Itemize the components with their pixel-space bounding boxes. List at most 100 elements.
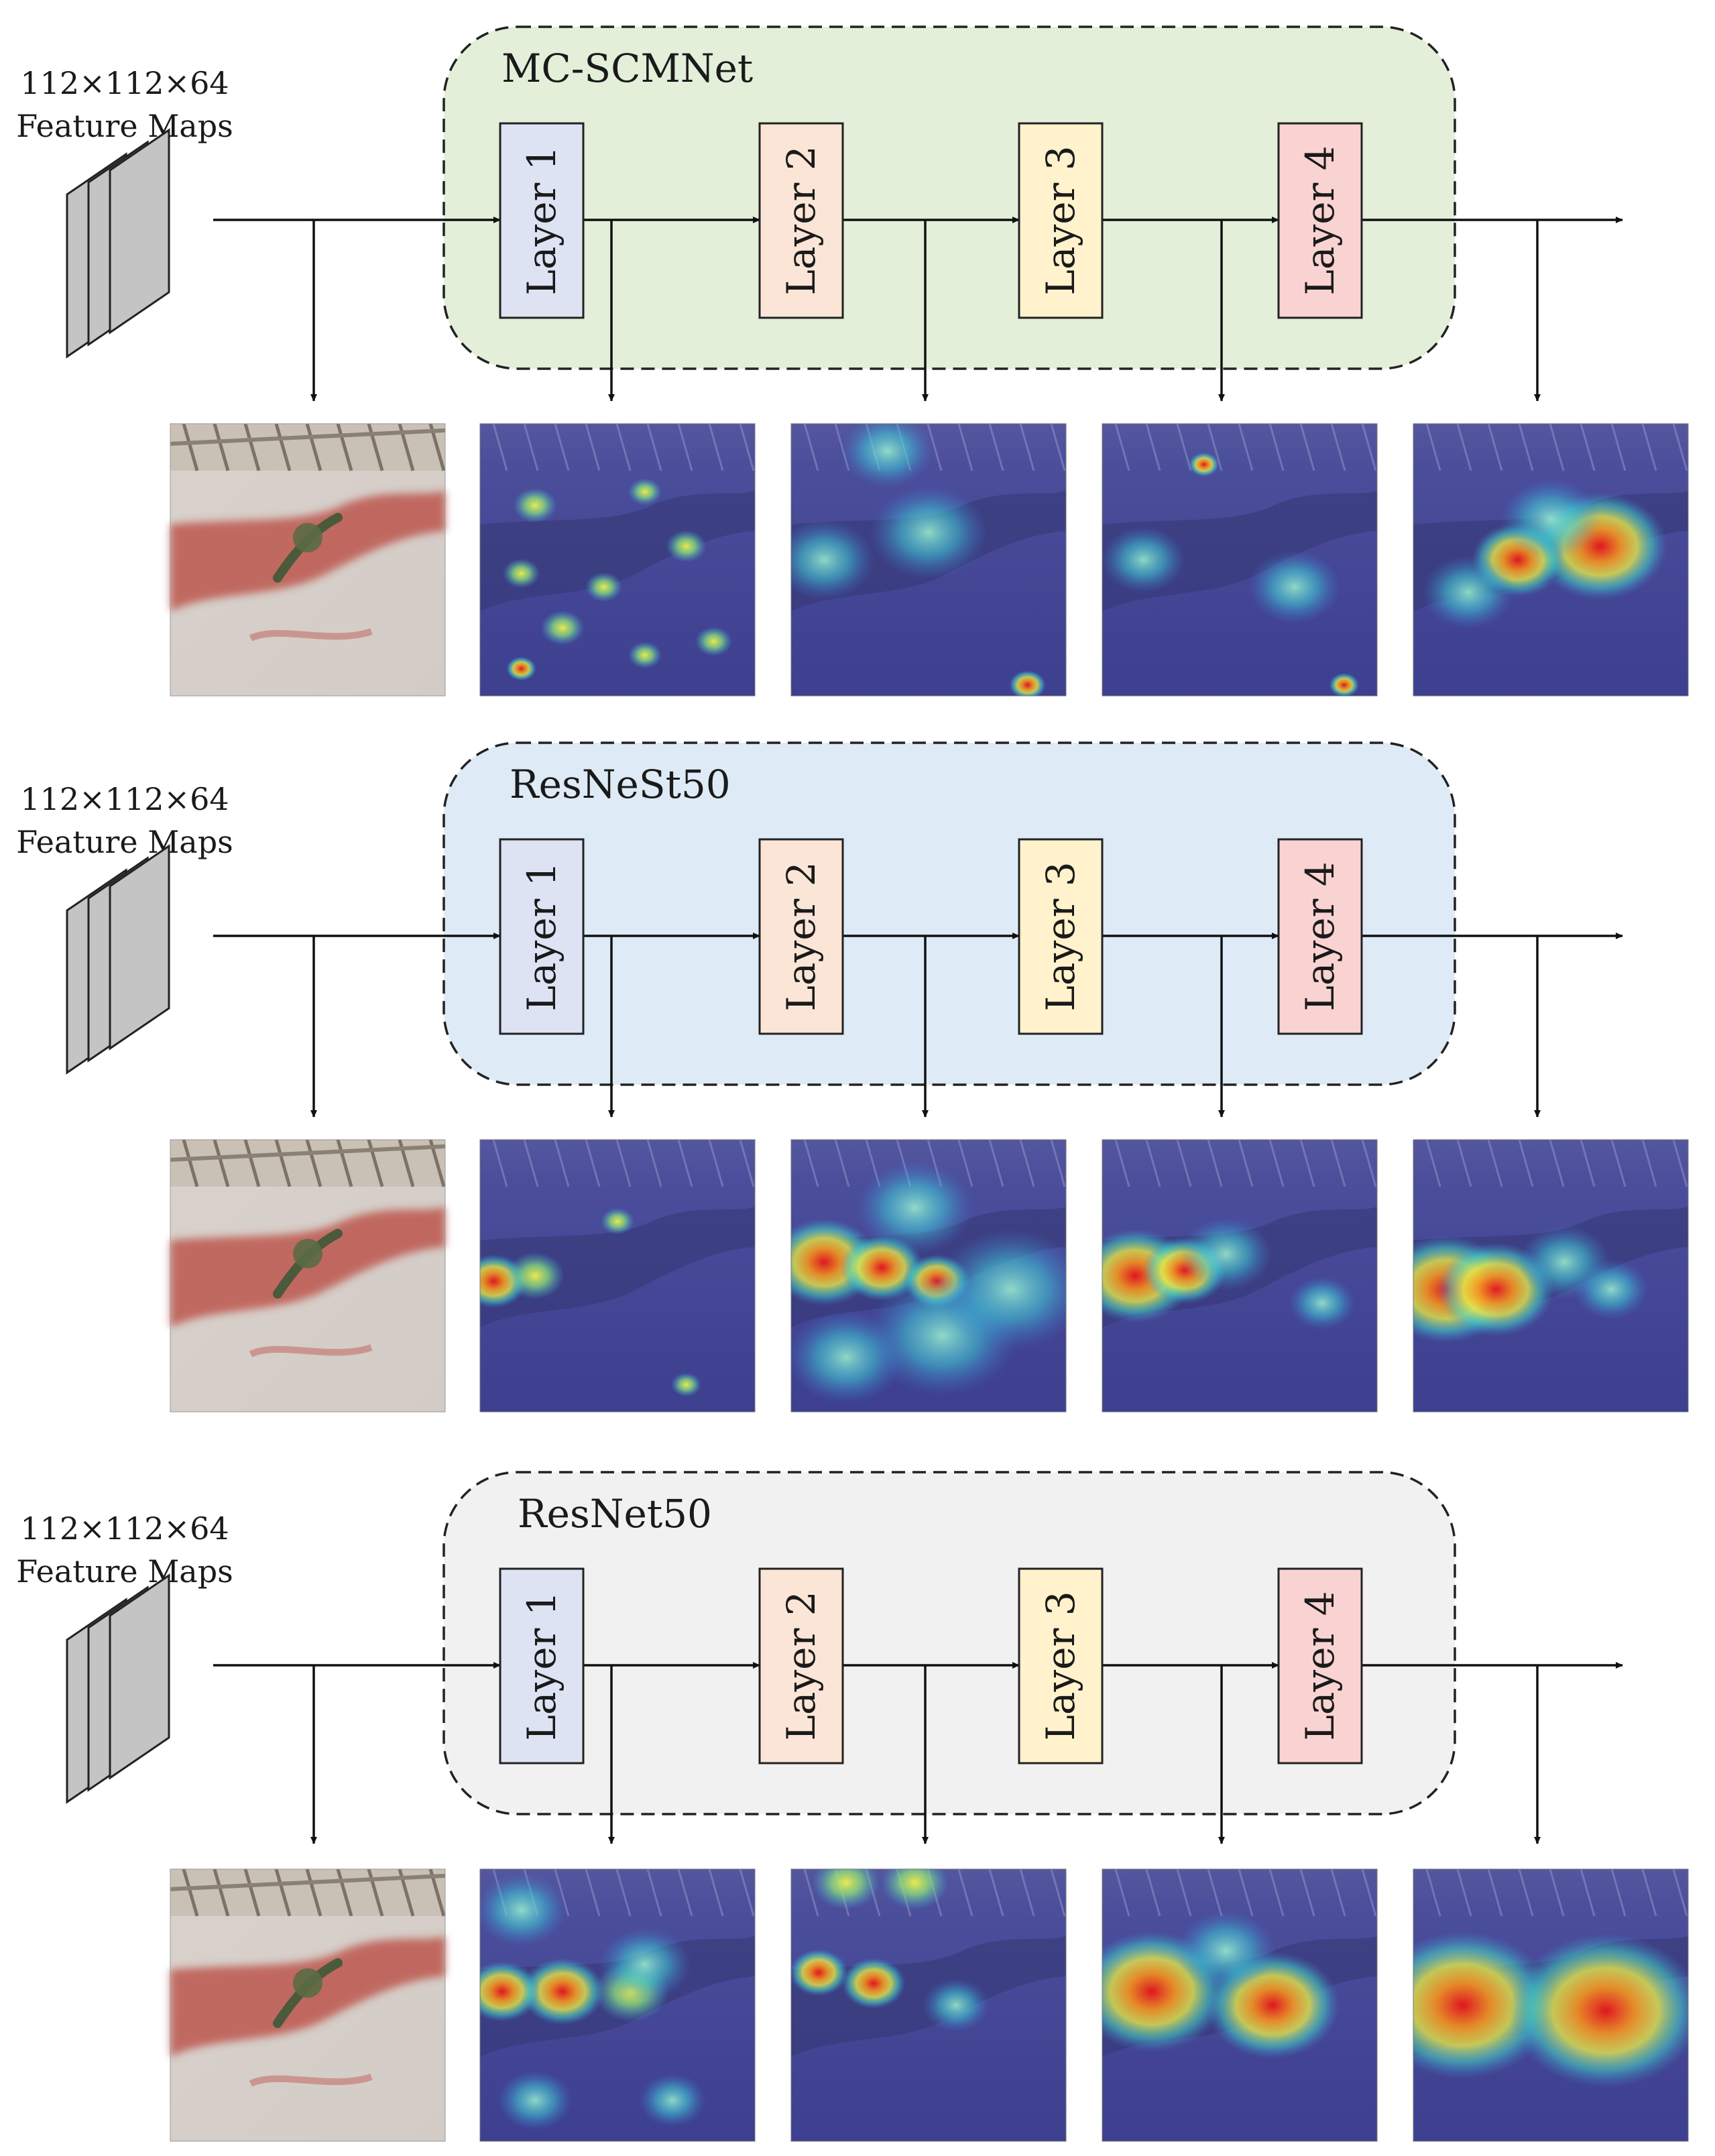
heatmap-structure-bar [1672,1140,1688,1187]
heatmap-structure-bar [1425,424,1441,471]
heatmap-blob [628,478,662,505]
heatmap-blobs [480,1140,755,1397]
heatmap-blob [628,642,662,669]
heatmap-structure-bar [988,1869,1004,1917]
layer-box-rect [499,838,585,1035]
heatmap-structure-bar [554,424,570,471]
heatmap-blobs [1102,424,1377,696]
heatmap-border [790,1139,1067,1413]
feature-map-stack-icon [66,844,170,1075]
heatmap-blob [1422,555,1515,630]
heatmap-structure-bar [646,424,662,471]
heatmap-structure-bar [1207,1140,1223,1187]
network-title: ResNet50 [518,1491,712,1537]
feature-map-stack-icon [66,128,170,359]
heatmap-blob [1189,452,1220,477]
heatmap-structure-bar [1425,1869,1441,1917]
heatmap-blob [841,1958,906,2009]
heatmap-structure-bar [1580,1140,1596,1187]
heatmap-border [1102,1868,1378,2142]
heatmap-blob [503,558,540,589]
heatmap-structure-bar [1361,1140,1377,1187]
activation-heatmap-3 [1102,1139,1378,1413]
heatmap-structure-bar [1641,424,1657,471]
heatmap-structure-bar [1330,1869,1346,1917]
heatmap-blob [671,1372,701,1397]
heatmap-blob [1329,672,1360,696]
photo-structure-bar [305,423,322,471]
heatmap-structure-bar [615,424,632,471]
heatmap-structure-bar [988,424,1004,471]
heatmap-structure-bar [1487,1869,1503,1917]
heatmap-structure-bar [1145,1869,1161,1917]
layer-2-box: Layer 2 [758,1567,844,1764]
network-panel [442,741,1456,1086]
heatmap-structure-bar [1145,424,1161,471]
heatmap-structure-bar [1456,1869,1472,1917]
heatmap-structure-bar [927,424,943,471]
layer-label: Layer 1 [519,861,565,1011]
heatmap-structure-bar [1549,1140,1565,1187]
heatmap-structure-bar [1050,424,1066,471]
photo-structure-bar [243,1139,261,1187]
activation-heatmap-4 [1413,423,1689,697]
heatmap-blobs [1413,1869,1688,2088]
heatmap-blob [601,1207,634,1235]
input-desc-label: Feature Maps [16,1553,233,1590]
heatmap-structure-bar [1361,424,1377,471]
photo-structure-bar [367,1868,384,1917]
heatmap-structure-bar [1299,1869,1315,1917]
heatmap-structure-bar [585,424,601,471]
heatmap-blob [1102,526,1185,593]
heatmap-blob [1248,550,1341,624]
heatmap-structure-bar [554,1140,570,1187]
heatmap-blob [585,572,622,602]
heatmap-structure-bar [1518,424,1534,471]
input-photo-thumbnail [170,1868,446,2142]
layer-box-rect [758,122,844,319]
photo-structure-bar [274,1868,292,1917]
heatmap-structure-bar [1549,1869,1565,1917]
heatmap-structure-bar [1518,1140,1534,1187]
heatmap-structure-bar [677,1869,693,1917]
heatmap-blob [791,1310,905,1404]
heatmap-structure-bar [1456,1140,1472,1187]
heatmap-blob [497,2070,573,2131]
heatmap-structure-bar [1487,424,1503,471]
layer-box-rect [1277,838,1363,1035]
heatmap-structure-bar [1019,1869,1035,1917]
heatmap-structure-bar [492,1140,508,1187]
heatmap-structure-bar [1549,424,1565,471]
heatmap-structure-bar [492,424,508,471]
input-size-label: 112×112×64 [20,1510,229,1547]
layer-box-rect [758,1567,844,1764]
heatmap-blobs [1413,1140,1688,1343]
photo-structure-rail [170,428,446,446]
layer-4-box: Layer 4 [1277,838,1363,1035]
photo-structure-bar [367,423,384,471]
layer-label: Layer 4 [1297,861,1343,1011]
activation-heatmap-2 [790,1868,1067,2142]
heatmap-structure-bar [1330,424,1346,471]
heatmap-border [479,423,756,697]
heatmap-blobs [480,1869,755,2131]
heatmap-structure-bar [646,1140,662,1187]
heatmap-border [479,1139,756,1413]
heatmap-structure-bar [1672,1869,1688,1917]
layer-box-rect [758,838,844,1035]
heatmap-structure-bar [708,1869,724,1917]
heatmap-structure-bar [585,1869,601,1917]
heatmap-blob [666,530,707,562]
heatmap-blob [935,1229,1066,1350]
photo-object-blob [293,1968,322,1998]
photo-structure-bar [182,1139,199,1187]
heatmap-structure-bar [739,1140,755,1187]
layer-label: Layer 4 [1297,145,1343,295]
heatmap-border [790,1868,1067,2142]
photo-structure-bar [182,423,199,471]
input-photo-thumbnail [170,1139,446,1413]
heatmap-blobs [791,1869,1066,2057]
heatmap-blob [695,626,732,656]
